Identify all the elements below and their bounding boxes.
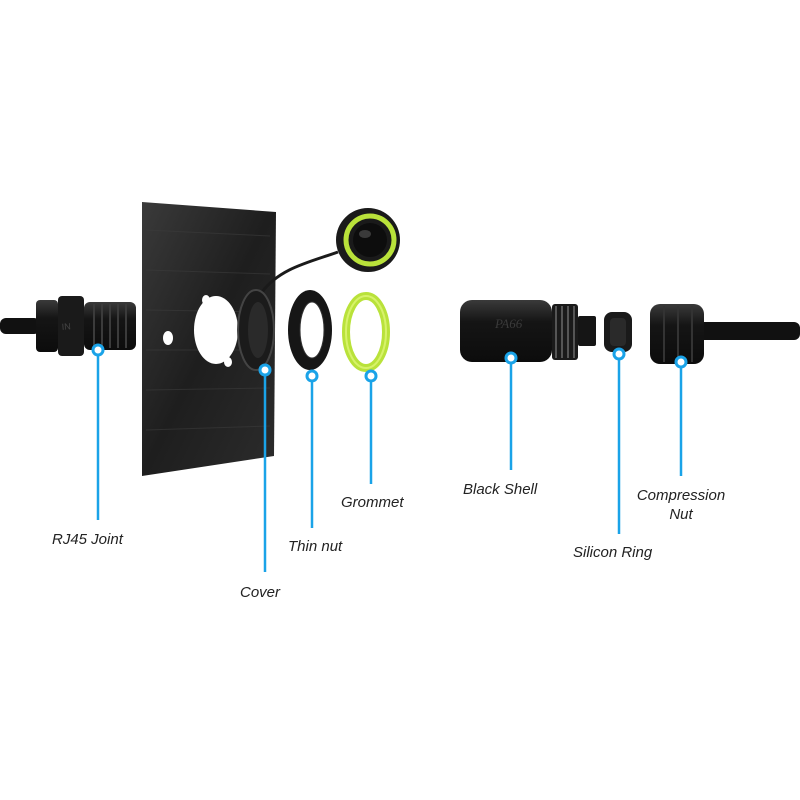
- left-cable: [0, 318, 40, 334]
- callout-dot-rj45: [91, 343, 105, 357]
- grommet-part: [342, 292, 390, 372]
- panel-plate: [142, 202, 276, 476]
- label-grommet: Grommet: [341, 494, 404, 511]
- silicon-ring-part: [604, 312, 632, 352]
- label-compression-nut-line1: Compression: [636, 487, 726, 504]
- label-rj45-joint: RJ45 Joint: [52, 531, 123, 548]
- cover-part: [237, 208, 400, 371]
- compression-nut-part: [650, 304, 800, 364]
- callout-dot-grommet: [364, 369, 378, 383]
- right-cable: [690, 322, 800, 340]
- callouts: [91, 343, 688, 572]
- label-compression-nut-line2: Nut: [669, 506, 693, 523]
- cover-tether: [260, 250, 339, 293]
- callout-dot-thin-nut: [305, 369, 319, 383]
- cover-cap: [336, 208, 400, 272]
- rj45-marking: IN: [61, 321, 71, 332]
- rj45-joint-part: IN: [0, 296, 136, 356]
- label-cover: Cover: [240, 584, 281, 601]
- label-thin-nut: Thin nut: [288, 538, 343, 555]
- label-silicon-ring: Silicon Ring: [573, 544, 653, 561]
- shell-marking: PA66: [494, 316, 523, 331]
- callout-dot-compression-nut: [674, 355, 688, 369]
- plate-center-hole: [194, 296, 238, 364]
- callout-dot-silicon-ring: [612, 347, 626, 361]
- thin-nut-part: [288, 290, 332, 370]
- callout-dot-cover: [258, 363, 272, 377]
- callout-dot-black-shell: [504, 351, 518, 365]
- label-black-shell: Black Shell: [463, 481, 538, 498]
- black-shell-part: PA66: [460, 300, 596, 362]
